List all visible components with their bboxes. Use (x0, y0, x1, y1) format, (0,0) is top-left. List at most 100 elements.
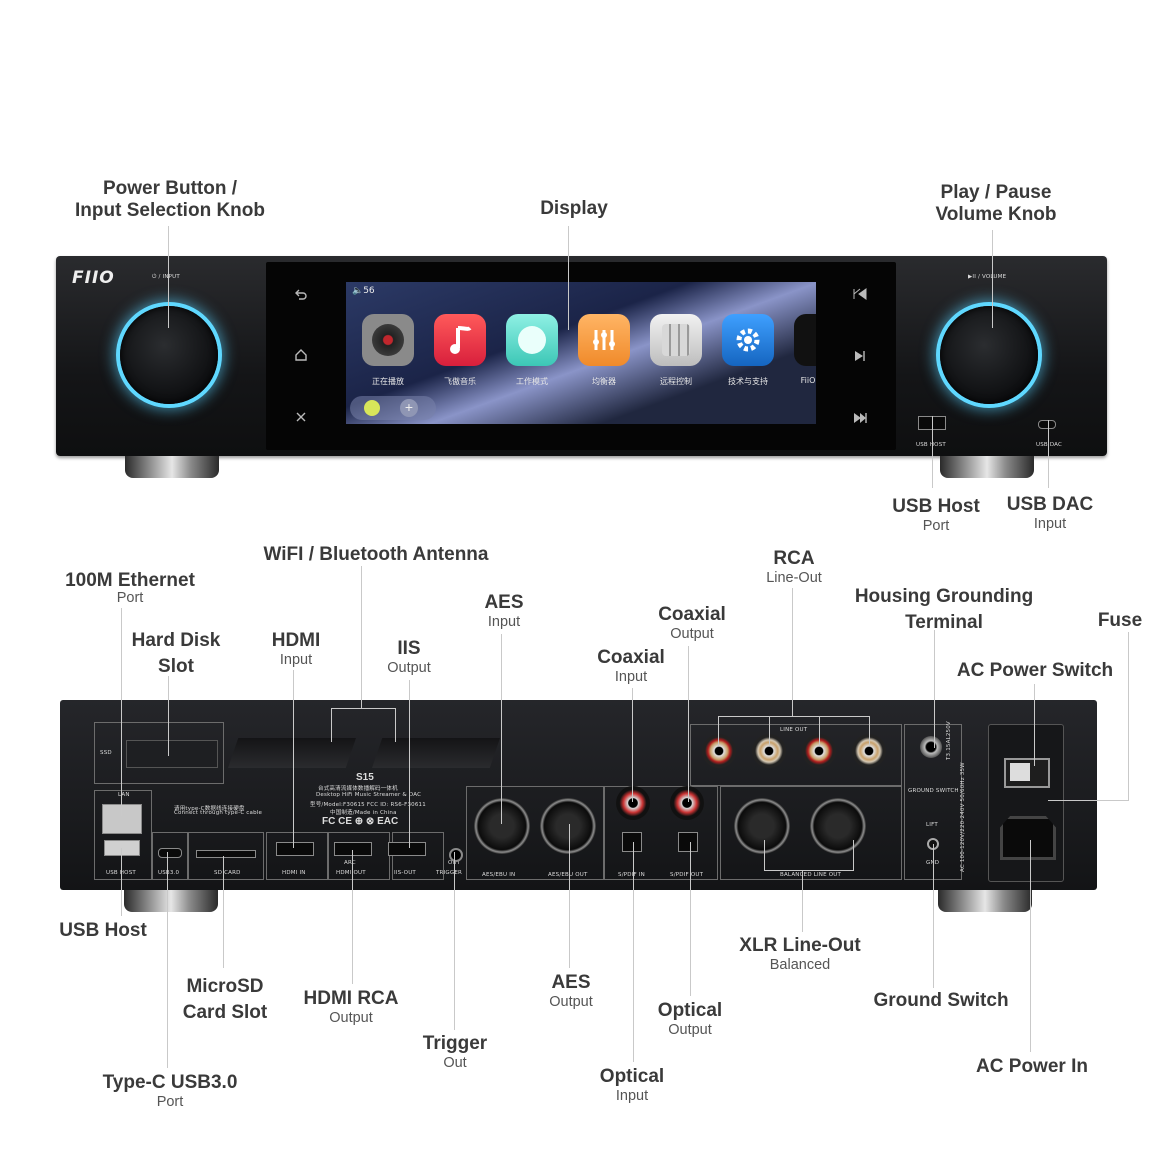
leader-line (853, 840, 854, 870)
leader-line (992, 230, 993, 328)
usb-dac-port-front[interactable] (1038, 420, 1056, 429)
trigger-label: TRIGGER (436, 870, 463, 876)
aes-input-xlr[interactable] (474, 798, 530, 854)
album-art-icon (364, 400, 380, 416)
next-track-icon[interactable] (852, 412, 868, 424)
coaxial-input-rca[interactable] (616, 786, 650, 820)
app-label: 技术与支持 (728, 377, 768, 386)
app-now-playing[interactable] (362, 314, 414, 366)
ac-power-inlet[interactable] (1000, 816, 1056, 860)
hdmi-input-port[interactable] (276, 842, 314, 856)
model-line: Desktop HiFi Music Streamer & DAC (316, 792, 422, 798)
xlr-out-right[interactable] (734, 798, 790, 854)
leader-line (223, 856, 224, 968)
app-equalizer[interactable] (578, 314, 630, 366)
app-label: FiiO (800, 376, 816, 385)
ground-terminal[interactable] (920, 736, 942, 758)
add-icon[interactable]: + (400, 399, 418, 417)
app-fiio[interactable] (794, 314, 816, 366)
remote-icon (662, 324, 690, 356)
volume-knob-label: ▶II / VOLUME (968, 274, 1007, 280)
usb3-label: USB3.0 (158, 870, 180, 876)
callout-antenna: WiFI / Bluetooth Antenna (263, 544, 489, 565)
callout-power-knob: Power Button /Input Selection Knob (75, 178, 265, 222)
line-out-label: LINE OUT (780, 727, 808, 733)
aes-output-xlr[interactable] (540, 798, 596, 854)
callout-ac-switch: AC Power Switch (956, 660, 1114, 681)
iis-output-port[interactable] (388, 842, 426, 856)
callout-fuse: Fuse (1097, 610, 1143, 631)
spdif-in-label: S/PDIF IN (618, 872, 645, 878)
menu-nav-icon[interactable] (294, 410, 308, 424)
home-nav-icon[interactable] (294, 348, 308, 362)
leader-line (802, 870, 803, 932)
usb-host-rear-label: USB HOST (106, 870, 136, 876)
leader-line (331, 708, 332, 742)
callout-usb-host-rear: USB Host (59, 920, 147, 941)
callout-title: Power Button /Input Selection Knob (75, 178, 265, 221)
mini-player-bar[interactable]: + (350, 396, 436, 420)
ac-power-switch[interactable] (1004, 758, 1050, 788)
leader-line (819, 716, 820, 746)
coaxial-output-rca[interactable] (670, 786, 704, 820)
trigger-out-jack[interactable] (449, 848, 463, 862)
leader-line (395, 708, 396, 742)
ethernet-port[interactable] (102, 804, 142, 834)
type-c-usb3-port[interactable] (158, 848, 182, 858)
usb3-group (152, 832, 188, 880)
display-screen[interactable]: 🔈56 正在播放 飞傲音乐 工作模式 均衡器 远程控制 (266, 262, 896, 450)
hdmi-arc-output-port[interactable] (334, 842, 372, 856)
leader-line (932, 416, 933, 488)
optical-output-port[interactable] (678, 832, 698, 852)
leader-line (501, 634, 502, 824)
input-selection-knob[interactable] (120, 306, 218, 404)
back-nav-icon[interactable] (294, 288, 308, 302)
ssd-label: SSD (100, 750, 112, 756)
previous-track-icon[interactable] (852, 288, 868, 300)
leader-line (1128, 632, 1129, 800)
iis-group (392, 832, 444, 880)
app-tech-support[interactable] (722, 314, 774, 366)
app-work-mode[interactable] (506, 314, 558, 366)
leader-line (1034, 684, 1035, 766)
leader-line (869, 716, 870, 746)
microsd-slot[interactable] (196, 850, 256, 858)
dots-icon (518, 326, 546, 354)
leader-line (168, 226, 169, 328)
leader-line (934, 630, 935, 748)
usb-host-front-label: USB HOST (916, 442, 946, 448)
rca-out-1-right[interactable] (702, 734, 736, 768)
xlr-out-left[interactable] (810, 798, 866, 854)
usb-host-port-rear[interactable] (104, 840, 140, 856)
screen-ui: 🔈56 正在播放 飞傲音乐 工作模式 均衡器 远程控制 (346, 282, 816, 424)
antenna-left (228, 738, 356, 768)
optical-input-port[interactable] (622, 832, 642, 852)
front-foot-right (940, 456, 1034, 478)
hard-disk-slot[interactable] (126, 740, 218, 768)
usb-dac-front-label: USB DAC (1036, 442, 1063, 448)
volume-knob[interactable] (940, 306, 1038, 404)
leader-line (764, 840, 765, 870)
leader-line (121, 608, 122, 816)
leader-line (454, 852, 455, 1030)
leader-line (167, 852, 168, 1068)
play-pause-icon[interactable] (852, 350, 868, 362)
app-label: 飞傲音乐 (444, 377, 476, 386)
balanced-label: BALANCED LINE OUT (780, 872, 842, 878)
model-line: 中国制造/Made in China (330, 810, 397, 816)
ssd-bay (94, 722, 224, 784)
iis-label: IIS-OUT (394, 870, 416, 876)
leader-line (690, 842, 691, 996)
app-remote-control[interactable] (650, 314, 702, 366)
line-out-group (690, 724, 902, 786)
app-fiio-music[interactable] (434, 314, 486, 366)
